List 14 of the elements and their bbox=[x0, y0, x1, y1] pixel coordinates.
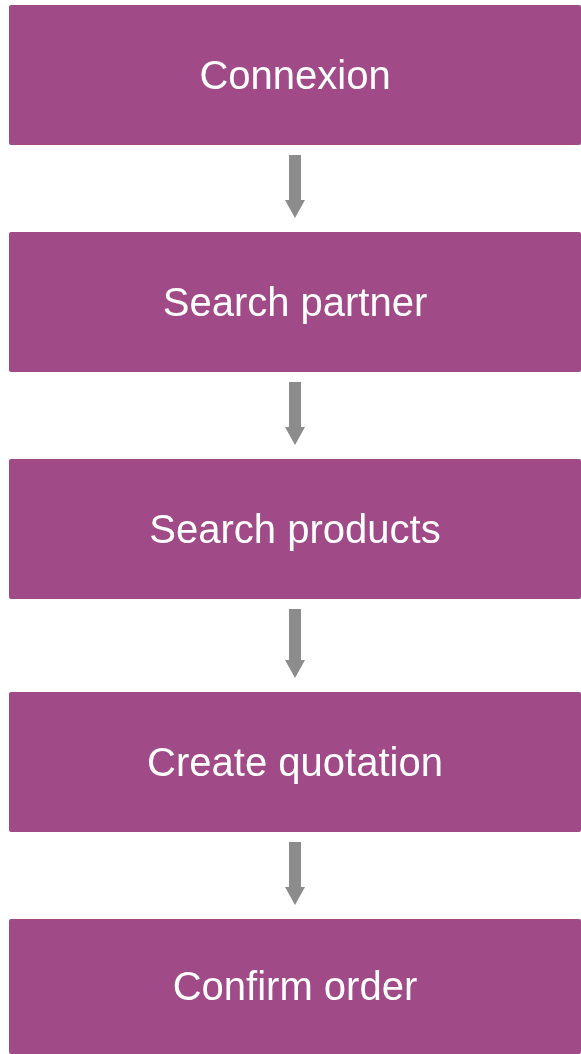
arrow bbox=[285, 609, 305, 678]
process-box bbox=[9, 232, 581, 372]
step-label: Search products bbox=[149, 506, 441, 552]
process-box bbox=[9, 459, 581, 599]
step-label: Search partner bbox=[162, 279, 428, 325]
arrow bbox=[285, 155, 305, 218]
step-label: Create quotation bbox=[147, 739, 443, 785]
arrow bbox=[285, 382, 305, 445]
step-label: Confirm order bbox=[172, 964, 418, 1009]
step-label: Connexion bbox=[199, 52, 391, 98]
arrow bbox=[285, 842, 305, 905]
process-box bbox=[9, 692, 581, 832]
process-box bbox=[9, 919, 581, 1054]
process-box bbox=[9, 5, 581, 145]
